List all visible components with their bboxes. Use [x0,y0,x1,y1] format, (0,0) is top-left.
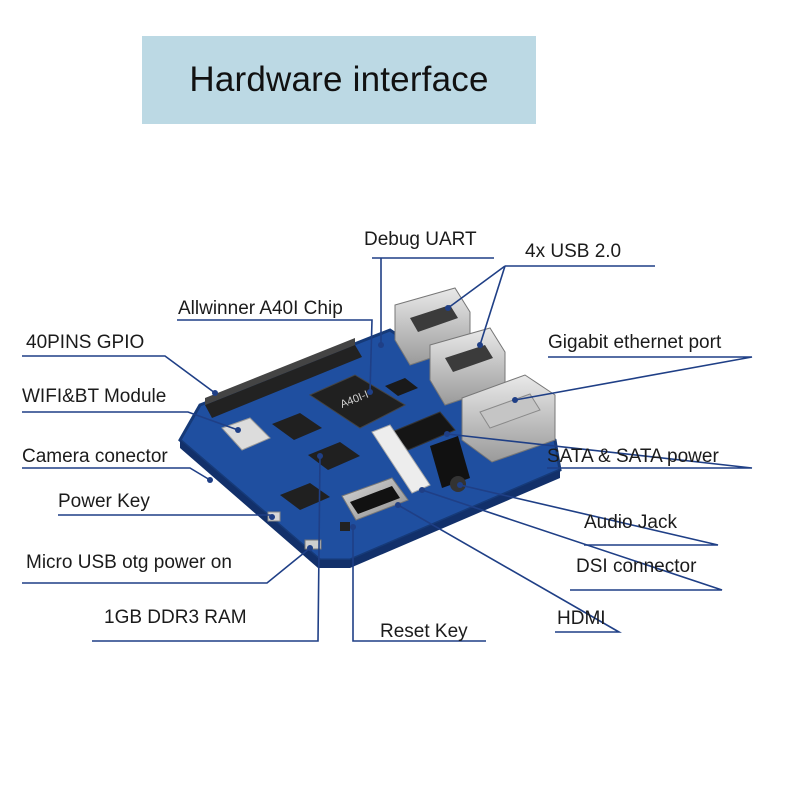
reset-key [340,522,350,531]
label-allwinner-chip: Allwinner A40I Chip [178,298,343,319]
wifi-module [221,417,271,451]
ram-chips [272,413,360,510]
label-wifi-bt: WIFI&BT Module [22,386,167,407]
label-camera: Camera conector [22,446,168,467]
title-banner: Hardware interface [142,36,536,124]
label-power-key: Power Key [58,491,150,512]
audio-jack [430,436,470,492]
label-dsi: DSI connector [576,556,697,577]
label-debug-uart: Debug UART [364,229,477,250]
label-reset-key: Reset Key [380,621,468,642]
label-gpio: 40PINS GPIO [26,332,145,353]
label-hdmi: HDMI [557,608,606,629]
label-ethernet: Gigabit ethernet port [548,332,722,353]
label-audio-jack: Audio Jack [584,512,677,533]
soc-chip: A40I-I [308,374,407,429]
usb-ports [394,287,506,406]
micro-usb-port [304,539,322,550]
dsi-connector [371,424,431,494]
label-micro-usb: Micro USB otg power on [26,552,232,573]
hdmi-port [341,477,409,521]
small-chip [385,378,418,396]
label-ram: 1GB DDR3 RAM [104,607,247,628]
label-sata: SATA & SATA power [547,446,719,467]
page-title: Hardware interface [189,60,489,99]
leader-dots [207,305,518,551]
label-usb: 4x USB 2.0 [525,241,622,262]
gpio-header [205,338,362,418]
leader-lines [22,257,753,642]
